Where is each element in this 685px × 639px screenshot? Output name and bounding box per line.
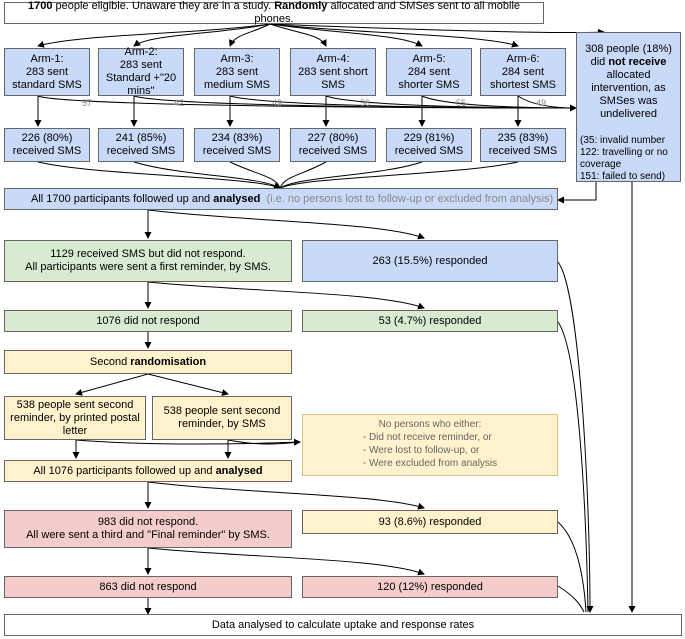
no-respond-2-box: 1076 did not respond: [4, 310, 292, 332]
final-analysis-box: Data analysed to calculate uptake and re…: [4, 614, 682, 636]
followup-1-box: All 1700 participants followed up and an…: [4, 188, 558, 210]
arm-box-2: Arm-2:283 sent Standard +"20 mins": [98, 46, 184, 97]
no-respond-1-box: 1129 received SMS but did not respond.Al…: [4, 240, 292, 282]
received-box-1: 226 (80%)received SMS: [4, 128, 90, 162]
arm-box-6: Arm-6:284 sent shortest SMS: [480, 48, 566, 96]
arm-box-4: Arm-4:283 sent short SMS: [290, 48, 376, 96]
no-exclusions-note: No persons who either: Did not receive r…: [302, 414, 558, 476]
responded-4-box: 120 (12%) responded: [302, 576, 558, 598]
received-box-4: 227 (80%)received SMS: [290, 128, 376, 162]
sms-reminder-box: 538 people sent second reminder, by SMS: [152, 396, 292, 440]
undelivered-count-arm1: 57: [82, 98, 92, 108]
arm-box-5: Arm-5:284 sent shorter SMS: [386, 48, 472, 96]
undelivered-count-arm6: 49: [536, 98, 546, 108]
received-box-2: 241 (85%)received SMS: [98, 128, 184, 162]
undelivered-count-arm3: 49: [272, 98, 282, 108]
eligible-text: 1700 people eligible. Unaware they are i…: [27, 0, 521, 25]
received-box-3: 234 (83%)received SMS: [194, 128, 280, 162]
received-box-6: 235 (83%)received SMS: [480, 128, 566, 162]
followup-2-box: All 1076 participants followed up and an…: [4, 460, 292, 482]
responded-3-box: 93 (8.6%) responded: [302, 510, 558, 534]
undelivered-count-arm4: 56: [360, 98, 370, 108]
undelivered-count-arm5: 55: [456, 98, 466, 108]
received-box-5: 229 (81%)received SMS: [386, 128, 472, 162]
not-received-box: 308 people (18%) did not receive allocat…: [576, 32, 681, 182]
no-respond-4-box: 863 did not respond: [4, 576, 292, 598]
responded-1-box: 263 (15.5%) responded: [302, 240, 558, 282]
second-randomisation-box: Second randomisation: [4, 350, 292, 374]
no-respond-3-box: 983 did not respond.All were sent a thir…: [4, 510, 292, 548]
responded-2-box: 53 (4.7%) responded: [302, 310, 558, 332]
eligible-box: 1700 people eligible. Unaware they are i…: [4, 0, 544, 25]
arm-box-3: Arm-3:283 sent medium SMS: [194, 48, 280, 96]
undelivered-count-arm2: 42: [174, 98, 184, 108]
arm-box-1: Arm-1:283 sent standard SMS: [4, 48, 90, 96]
postal-reminder-box: 538 people sent second reminder, by prin…: [4, 396, 146, 440]
